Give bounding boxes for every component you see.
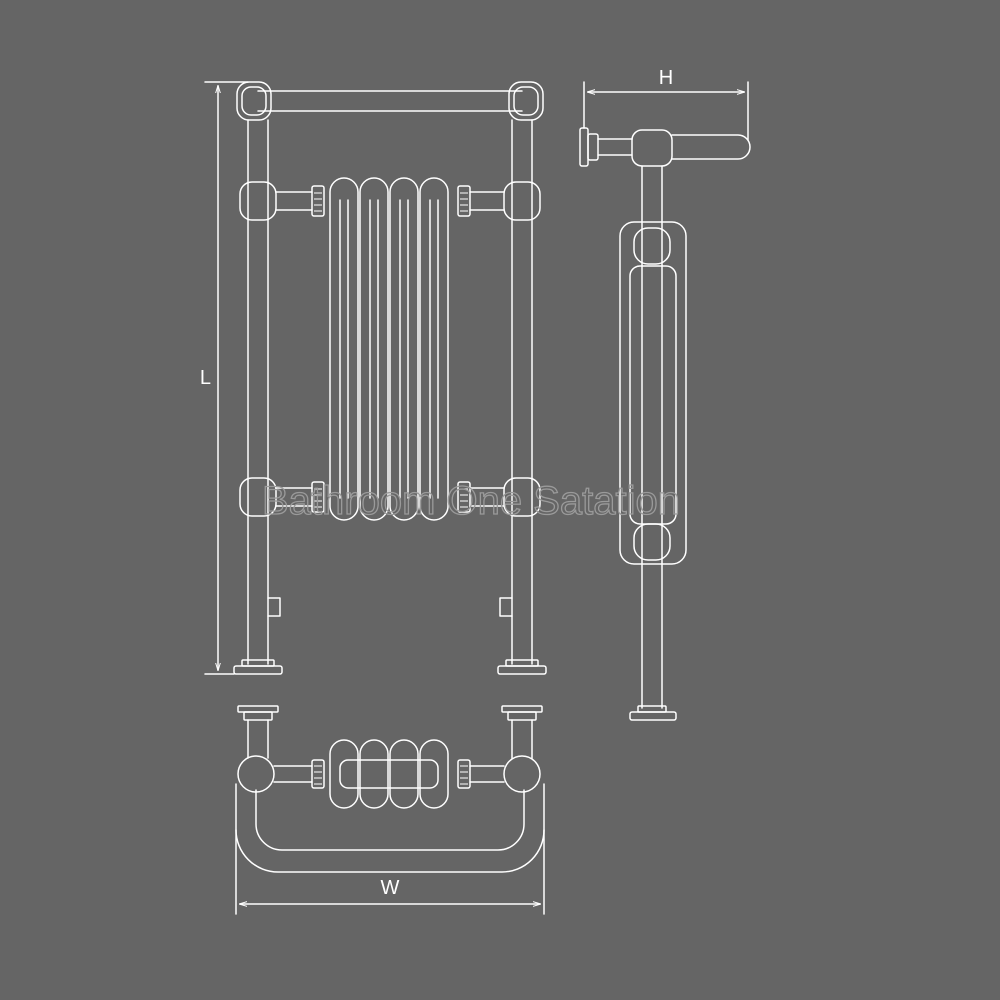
plan-columns bbox=[329, 739, 449, 809]
radiator-columns bbox=[329, 177, 449, 521]
height-label: L bbox=[200, 367, 211, 389]
side-vertical-pipe bbox=[641, 165, 663, 709]
width-label: W bbox=[381, 877, 400, 899]
front-upper-connection bbox=[239, 181, 541, 221]
front-feet bbox=[233, 659, 547, 675]
front-view bbox=[233, 81, 547, 675]
front-lower-connection bbox=[239, 477, 541, 517]
width-dimension: W bbox=[235, 829, 545, 915]
height-dimension: L bbox=[200, 81, 249, 675]
plan-view bbox=[235, 705, 545, 873]
front-left-rail bbox=[247, 119, 269, 665]
depth-label: H bbox=[659, 67, 673, 89]
side-radiator-body bbox=[619, 221, 687, 565]
side-foot bbox=[629, 705, 677, 721]
front-top-bar bbox=[236, 81, 544, 121]
side-view bbox=[579, 127, 751, 721]
side-wall-bracket bbox=[579, 127, 633, 167]
side-top-rail bbox=[631, 129, 751, 167]
front-right-rail bbox=[511, 119, 533, 665]
depth-dimension: H bbox=[583, 67, 749, 141]
watermark-text: Bathroom One Satation bbox=[262, 479, 680, 523]
front-valves bbox=[267, 597, 513, 617]
